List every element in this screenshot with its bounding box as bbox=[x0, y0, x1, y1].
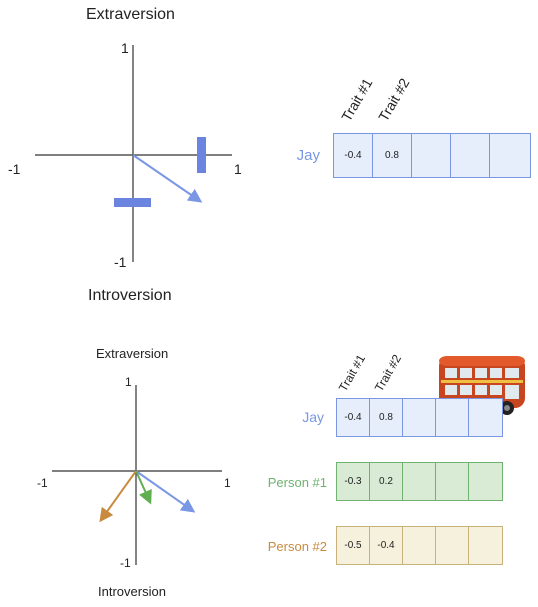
top-tick-y-pos: 1 bbox=[121, 40, 129, 56]
bottom-jay-vector-table: -0.4 0.8 bbox=[336, 398, 503, 437]
bottom-jay-cell-5 bbox=[469, 399, 502, 436]
bottom-tick-x-neg: -1 bbox=[37, 476, 48, 490]
top-jay-label: Jay bbox=[296, 147, 320, 164]
top-trait1-marker bbox=[114, 198, 151, 207]
top-axis-title-introversion: Introversion bbox=[88, 287, 172, 304]
top-axis-title-extraversion: Extraversion bbox=[86, 6, 175, 23]
bottom-tick-y-pos: 1 bbox=[125, 375, 132, 389]
bottom-person2-cell-2: -0.4 bbox=[370, 527, 403, 564]
top-jay-cell-3 bbox=[412, 134, 451, 177]
bottom-person1-cell-3 bbox=[403, 463, 436, 500]
top-jay-vector-table: -0.4 0.8 bbox=[333, 133, 531, 178]
bottom-person2-cell-1: -0.5 bbox=[337, 527, 370, 564]
top-jay-vector bbox=[132, 154, 203, 203]
bottom-person2-cell-5 bbox=[469, 527, 502, 564]
top-jay-cell-1: -0.4 bbox=[334, 134, 373, 177]
top-jay-cell-4 bbox=[451, 134, 490, 177]
top-tick-x-neg: -1 bbox=[8, 161, 21, 177]
bottom-jay-vector bbox=[135, 470, 196, 513]
bottom-person2-vector-table: -0.5 -0.4 bbox=[336, 526, 503, 565]
top-trait2-marker bbox=[197, 137, 206, 173]
bottom-person2-label: Person #2 bbox=[267, 539, 327, 554]
bottom-jay-cell-4 bbox=[436, 399, 469, 436]
bottom-jay-cell-3 bbox=[403, 399, 436, 436]
bottom-person1-vector bbox=[135, 470, 152, 505]
bottom-person2-cell-4 bbox=[436, 527, 469, 564]
bottom-axis-title-extraversion: Extraversion bbox=[96, 346, 169, 361]
bottom-person1-label: Person #1 bbox=[267, 475, 327, 490]
bottom-jay-cell-2: 0.8 bbox=[370, 399, 403, 436]
bottom-person1-cell-4 bbox=[436, 463, 469, 500]
bottom-person1-cell-5 bbox=[469, 463, 502, 500]
bottom-jay-label: Jay bbox=[302, 409, 324, 425]
bottom-tick-y-neg: -1 bbox=[120, 556, 131, 570]
bottom-tick-x-pos: 1 bbox=[224, 476, 231, 490]
bottom-axis-title-introversion: Introversion bbox=[98, 584, 166, 599]
bottom-jay-cell-1: -0.4 bbox=[337, 399, 370, 436]
top-jay-cell-2: 0.8 bbox=[373, 134, 412, 177]
bottom-person2-cell-3 bbox=[403, 527, 436, 564]
bottom-person1-vector-table: -0.3 0.2 bbox=[336, 462, 503, 501]
top-tick-x-pos: 1 bbox=[234, 161, 242, 177]
top-jay-cell-5 bbox=[490, 134, 529, 177]
top-tick-y-neg: -1 bbox=[114, 254, 127, 270]
bottom-person1-cell-2: 0.2 bbox=[370, 463, 403, 500]
bottom-person1-cell-1: -0.3 bbox=[337, 463, 370, 500]
bottom-person2-vector bbox=[99, 470, 137, 523]
